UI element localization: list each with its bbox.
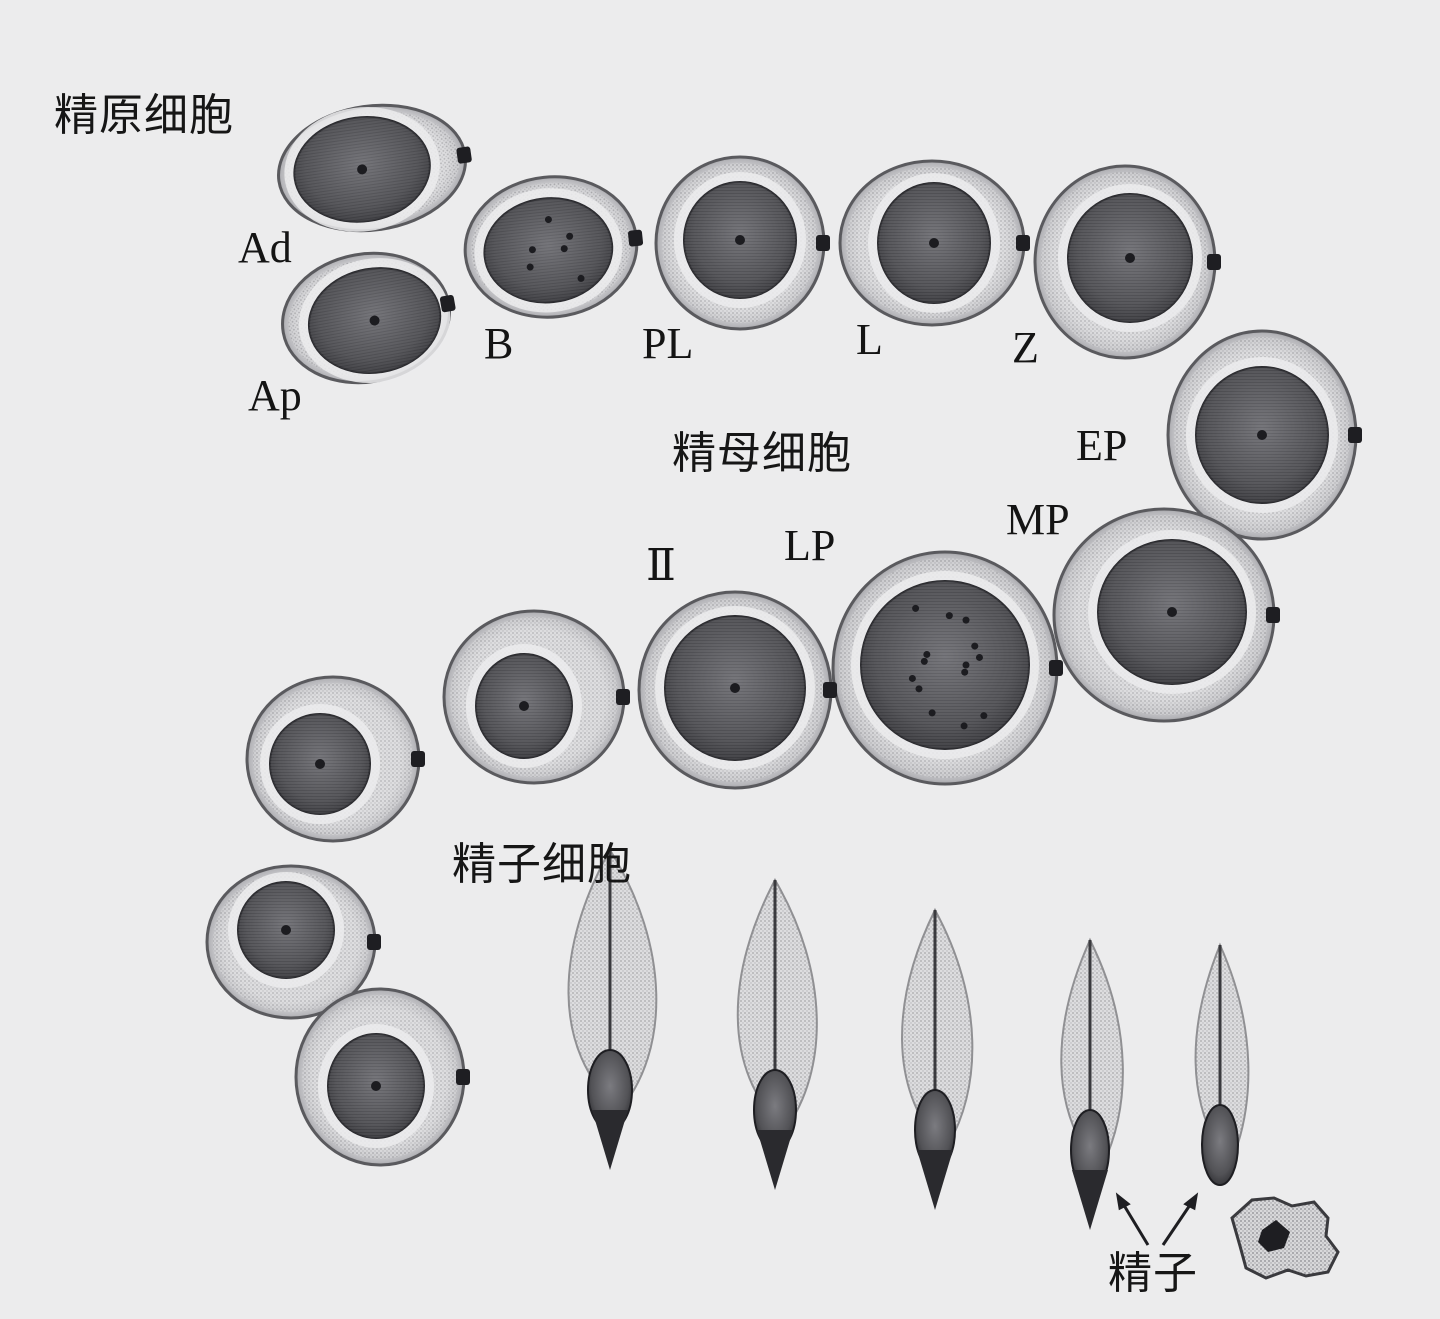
stage-label-ad: Ad <box>238 223 292 272</box>
cell-ad <box>277 103 472 233</box>
label-spermatids: 精子细胞 <box>452 839 632 890</box>
elongating-spermatid-e4 <box>1060 937 1124 1230</box>
cell-ap <box>281 251 456 385</box>
stage-label-l: L <box>856 315 883 364</box>
elongating-spermatid-e1 <box>567 848 658 1170</box>
residual-body <box>1230 1196 1340 1280</box>
cell-mp <box>1052 507 1280 723</box>
elongating-spermatid-e5 <box>1194 942 1250 1186</box>
stage-label-mp: MP <box>1006 495 1070 544</box>
cell-ii <box>637 590 837 790</box>
cell-pl <box>654 155 830 331</box>
cell-b <box>463 175 644 319</box>
elongating-spermatids-layer <box>567 848 1250 1230</box>
cells-layer <box>205 103 1362 1167</box>
elongating-spermatid-e3 <box>901 907 974 1210</box>
cell-sd1 <box>442 609 630 785</box>
sperm-pointer-arrows <box>1115 1192 1199 1246</box>
stage-label-ap: Ap <box>248 371 302 420</box>
cell-sd4 <box>294 987 470 1167</box>
cell-l <box>838 159 1030 327</box>
cell-sd2 <box>245 675 425 843</box>
elongating-spermatid-e2 <box>736 877 818 1190</box>
stage-label-z: Z <box>1012 323 1039 372</box>
label-spermatogonia: 精原细胞 <box>54 90 234 141</box>
cell-z <box>1033 164 1221 360</box>
stage-label-b: B <box>484 319 514 368</box>
cell-ep <box>1166 329 1362 541</box>
stage-label-ep: EP <box>1076 421 1128 470</box>
label-spermatocytes: 精母细胞 <box>672 428 852 479</box>
label-sperm: 精子 <box>1108 1248 1198 1299</box>
cell-sd3 <box>205 864 381 1020</box>
cell-lp <box>831 550 1063 786</box>
stage-label-pl: PL <box>642 319 694 368</box>
stage-label-secondary: Ⅱ <box>646 541 676 590</box>
stage-label-lp: LP <box>784 521 836 570</box>
